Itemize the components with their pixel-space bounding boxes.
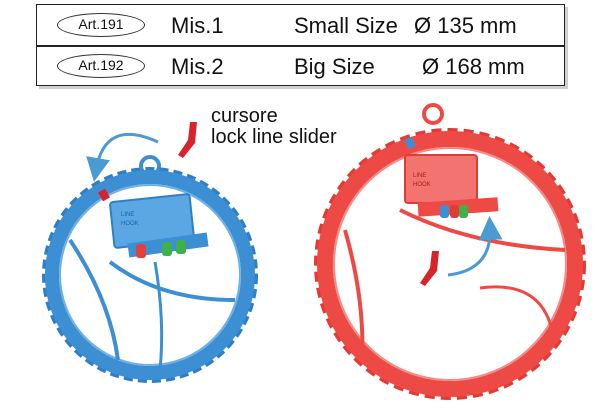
green-bead <box>176 240 186 254</box>
holder-label-line2: HOOK <box>413 182 431 188</box>
spool-spoke <box>479 285 554 331</box>
spool-ring <box>45 170 255 380</box>
model-label: Mis.2 <box>171 54 224 79</box>
slider-icon <box>420 251 439 286</box>
spool-ring-highlight <box>59 184 241 366</box>
hanging-loop <box>422 103 444 125</box>
diameter-label: Ø 135 mm <box>414 13 517 38</box>
holder-label-line1: LINE <box>121 212 134 218</box>
diameter-label: Ø 168 mm <box>422 54 525 79</box>
size-label: Big Size <box>294 54 375 79</box>
rotation-arrow-icon <box>447 216 503 277</box>
spool-spoke <box>108 260 236 302</box>
lock-line-slider <box>404 136 416 150</box>
small-blue-spool: LINE HOOK <box>42 155 258 383</box>
article-badge: Art.191 <box>57 13 145 37</box>
holder-label-line1: LINE <box>413 173 426 179</box>
spool-ring <box>317 131 583 397</box>
slider-caption: cursore lock line slider <box>211 106 337 148</box>
spec-row-art191: Art.191 Mis.1 Small Size Ø 135 mm <box>37 5 564 45</box>
holder-label-line2: HOOK <box>121 221 139 227</box>
spool-ring-highlight <box>333 147 567 381</box>
table-divider <box>37 45 564 47</box>
lock-line-slider <box>98 188 110 202</box>
green-bead <box>459 205 468 218</box>
size-label: Small Size <box>294 13 398 38</box>
spec-table: Art.191 Mis.1 Small Size Ø 135 mm Art.19… <box>36 4 565 86</box>
slider-icon <box>178 122 197 158</box>
big-red-spool: LINE HOOK <box>314 103 586 400</box>
hook-holder <box>404 154 478 204</box>
model-label: Mis.1 <box>171 13 224 38</box>
spool-spoke <box>153 261 164 371</box>
spool-spoke <box>399 208 566 252</box>
spec-row-art192: Art.192 Mis.2 Big Size Ø 168 mm <box>37 46 564 86</box>
red-bead <box>450 205 459 218</box>
rotation-arrow-icon <box>86 132 159 182</box>
blue-bead <box>440 205 449 218</box>
spool-spoke <box>343 229 365 361</box>
article-badge: Art.192 <box>57 54 145 78</box>
caption-line-italian: cursore <box>211 105 278 127</box>
caption-line-english: lock line slider <box>211 126 337 148</box>
red-bead <box>136 244 146 258</box>
green-bead <box>162 242 172 256</box>
spool-spoke <box>68 238 120 361</box>
